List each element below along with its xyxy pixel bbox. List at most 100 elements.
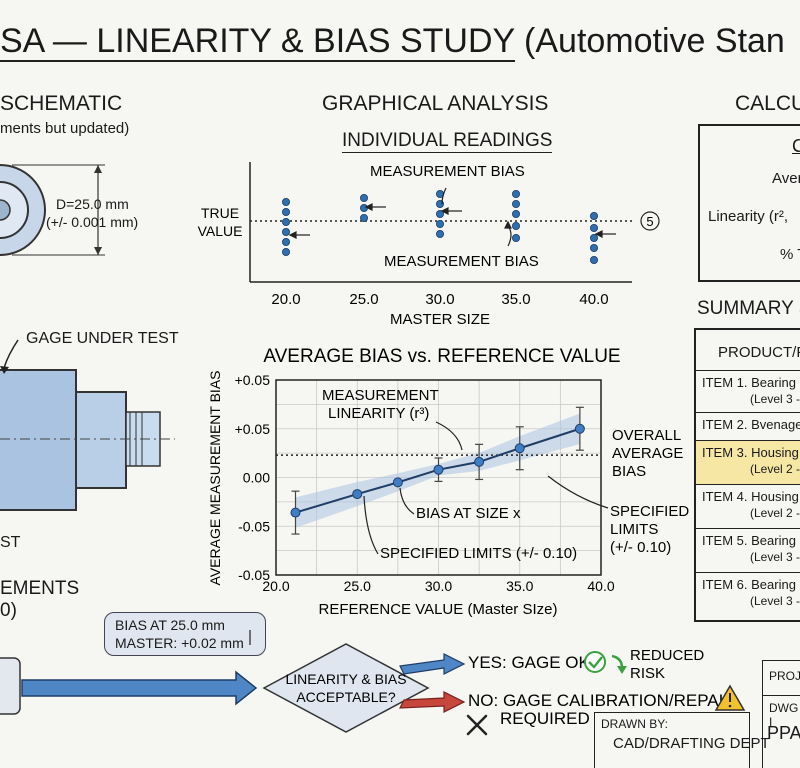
- ppa-label: PPA: [767, 723, 800, 743]
- reading-dot: [359, 204, 368, 213]
- spec-limits-label: SPECIFIED: [610, 503, 689, 520]
- reading-dot: [589, 224, 598, 233]
- summary-row: ITEM 5. Bearing(Level 3 -: [696, 528, 800, 573]
- bias-point: [433, 464, 444, 475]
- x-tick-label: 25.0: [349, 291, 378, 308]
- measurement-bias-top-label: MEASUREMENT BIAS: [370, 163, 525, 180]
- schematic-subheading: ments but updated): [0, 120, 130, 137]
- x-tick-label: 30.0: [425, 291, 454, 308]
- decision-diamond: [262, 643, 430, 733]
- readings-x-axis-label: MASTER SIZE: [390, 311, 490, 328]
- linearity-label: LINEARITY (r³): [328, 405, 429, 422]
- reading-dot: [282, 228, 291, 237]
- summary-row: ITEM 2. Bvenage: [696, 412, 800, 443]
- schematic-label-fragment: ST: [0, 534, 21, 551]
- bias-points: [290, 423, 585, 518]
- calc-heading: CALCU: [735, 92, 800, 115]
- true-value-label: TRUE: [201, 205, 239, 221]
- x-axis-label: REFERENCE VALUE (Master SIze): [319, 601, 558, 618]
- reading-dot: [282, 208, 291, 217]
- y-tick-label: +0.05: [235, 421, 271, 437]
- x-tick-label: 20.0: [262, 578, 289, 594]
- tools-icon: [466, 714, 488, 736]
- gage-under-test-label: GAGE UNDER TEST: [26, 330, 179, 347]
- check-mark: [588, 656, 603, 669]
- check-icon: [584, 651, 606, 673]
- analysis-heading: GRAPHICAL ANALYSIS: [322, 92, 549, 115]
- part-end-view: [0, 164, 105, 256]
- x-tick-label: 35.0: [506, 578, 533, 594]
- reading-dot: [359, 214, 368, 223]
- x-tick-label: 40.0: [579, 291, 608, 308]
- reading-dot: [589, 244, 598, 253]
- reading-dot: [589, 212, 598, 221]
- spec-limits-label: LIMITS: [610, 521, 658, 538]
- spec-limits-bottom-label: SPECIFIED LIMITS (+/- 0.10): [380, 545, 577, 562]
- calc-box: C Aver Linearity (r², % T: [698, 124, 800, 282]
- no-label: NO: GAGE CALIBRATION/REPAIR: [468, 691, 736, 710]
- bias-arrows: [288, 187, 616, 247]
- page-title: SA — LINEARITY & BIAS STUDY (Automotive …: [0, 22, 785, 62]
- dwg-label: DWG I: [769, 701, 799, 729]
- calc-line4: % T: [780, 246, 800, 263]
- overall-bias-label: OVERALL: [612, 427, 681, 444]
- measurement-bias-bottom-label: MEASUREMENT BIAS: [384, 253, 539, 270]
- reduced-risk-label: RISK: [630, 665, 665, 682]
- reading-dot: [282, 238, 291, 247]
- bias-point: [474, 456, 485, 467]
- error-bars: [291, 406, 584, 535]
- decision-label: LINEARITY & BIAS: [285, 671, 406, 687]
- no-arrow: [399, 691, 466, 713]
- reading-dot: [359, 194, 368, 203]
- summary-row: ITEM 6. Bearing(Level 3 -: [696, 572, 800, 620]
- x-tick-label: 20.0: [271, 291, 300, 308]
- reading-dot: [435, 210, 444, 219]
- y-axis-ticks: +0.05+0.050.00-0.05-0.05: [235, 372, 271, 583]
- calc-line2: Aver: [772, 170, 800, 187]
- summary-row: ITEM 4. Housing(Level 2 -: [696, 484, 800, 529]
- y-axis-label: AVERAGE MEASUREMENT BIAS: [207, 371, 223, 586]
- reduced-risk-label: REDUCED: [630, 647, 704, 664]
- x-tick-label: 30.0: [425, 578, 452, 594]
- individual-readings-chart: 5 TRUE VALUE MEASUREMENT BIAS MEASUREMEN…: [198, 162, 660, 328]
- summary-column-header: PRODUCT/F: [718, 344, 800, 361]
- y-tick-label: +0.05: [235, 372, 271, 388]
- spec-limits-arrow: [363, 495, 379, 555]
- summary-table: PRODUCT/F ITEM 1. Bearing(Level 3 - ITEM…: [694, 328, 800, 622]
- required-label: REQUIRED: [500, 709, 590, 728]
- overall-bias-label: AVERAGE: [612, 445, 683, 462]
- true-value-label: VALUE: [198, 223, 243, 239]
- flow-start-box: [0, 657, 21, 715]
- summary-heading: SUMMARY S: [697, 298, 800, 319]
- y-tick-label: -0.05: [238, 518, 270, 534]
- schematic-label-fragment: 0): [0, 600, 17, 621]
- readings-subheading: INDIVIDUAL READINGS: [342, 130, 553, 153]
- bias-point: [514, 443, 525, 454]
- title-block-proj: PROJ DWG I PPA: [762, 660, 800, 768]
- schematic-heading: SCHEMATIC: [0, 92, 123, 115]
- reading-dot: [589, 234, 598, 243]
- yes-label: YES: GAGE OK: [468, 653, 591, 672]
- flow-diagram: LINEARITY & BIAS ACCEPTABLE? YES: GAGE O…: [0, 630, 746, 736]
- spec-limits-label: (+/- 0.10): [610, 539, 671, 556]
- reading-dot: [589, 256, 598, 265]
- x-tick-label: 40.0: [587, 578, 614, 594]
- average-bias-chart: AVERAGE BIAS vs. REFERENCE VALUE +0.05 +0…: [207, 346, 689, 618]
- bias-point: [290, 507, 301, 518]
- reading-dot: [511, 210, 520, 219]
- decision-label: ACCEPTABLE?: [296, 689, 396, 705]
- schematic-label-fragment: EMENTS: [0, 578, 80, 599]
- calc-line1: C: [792, 136, 800, 156]
- drafting-dept-label: CAD/DRAFTING DEPT: [613, 735, 770, 752]
- y-tick-label: -0.05: [238, 567, 270, 583]
- linearity-label: MEASUREMENT: [322, 387, 439, 404]
- bias-point: [352, 489, 363, 500]
- reading-dot: [435, 220, 444, 229]
- bias-point: [574, 423, 585, 434]
- summary-row: ITEM 1. Bearing(Level 3 -: [696, 370, 800, 411]
- proj-label: PROJ: [769, 669, 800, 683]
- plot-frame: [275, 379, 602, 576]
- x-tick-label: 35.0: [501, 291, 530, 308]
- chart-title: AVERAGE BIAS vs. REFERENCE VALUE: [263, 346, 620, 367]
- circle-number: 5: [646, 214, 653, 229]
